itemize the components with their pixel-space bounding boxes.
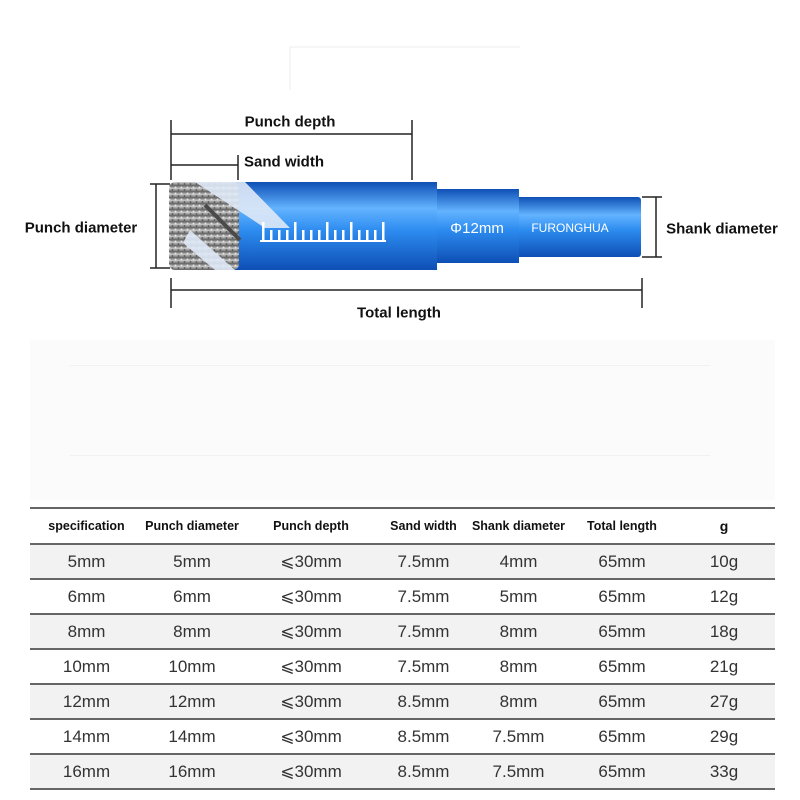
header-punch-depth: Punch depth <box>241 507 381 545</box>
sand-width-label: Sand width <box>244 153 324 171</box>
header-specification: specification <box>30 507 143 545</box>
table-cell: ⩽30mm <box>241 579 381 615</box>
faint-divider <box>70 455 710 456</box>
table-cell: 8.5mm <box>381 684 466 720</box>
header-shank-diameter: Shank diameter <box>466 507 571 545</box>
table-cell: 6mm <box>30 579 143 615</box>
faint-divider <box>70 365 710 366</box>
sand-width-dimension <box>171 155 239 180</box>
table-cell: 7.5mm <box>381 544 466 580</box>
table-row: 16mm 16mm ⩽30mm 8.5mm 7.5mm 65mm 33g <box>30 754 775 790</box>
table-cell: 7.5mm <box>466 754 571 790</box>
table-row: 12mm 12mm ⩽30mm 8.5mm 8mm 65mm 27g <box>30 684 775 720</box>
faint-background-band <box>30 340 775 500</box>
table-cell: 16mm <box>143 754 241 790</box>
bit-brand-marking: FURONGHUA <box>531 221 608 235</box>
table-cell: 5mm <box>30 544 143 580</box>
table-cell: 8mm <box>466 649 571 685</box>
table-cell: 65mm <box>571 649 673 685</box>
table-cell: 65mm <box>571 544 673 580</box>
table-cell: 8mm <box>30 614 143 650</box>
table-cell: 7.5mm <box>381 614 466 650</box>
table-cell: 4mm <box>466 544 571 580</box>
header-total-length: Total length <box>571 507 673 545</box>
table-cell: 8.5mm <box>381 754 466 790</box>
table-cell: 10mm <box>143 649 241 685</box>
table-cell: 8mm <box>143 614 241 650</box>
table-cell: 65mm <box>571 754 673 790</box>
specification-table: specification Punch diameter Punch depth… <box>30 507 775 790</box>
table-cell: 7.5mm <box>381 649 466 685</box>
total-length-dimension <box>170 278 643 308</box>
table-cell: ⩽30mm <box>241 684 381 720</box>
table-row: 8mm 8mm ⩽30mm 7.5mm 8mm 65mm 18g <box>30 614 775 650</box>
table-cell: 7.5mm <box>381 579 466 615</box>
bit-size-marking: Φ12mm <box>450 220 504 237</box>
table-cell: 10mm <box>30 649 143 685</box>
total-length-label: Total length <box>357 304 441 322</box>
drill-bit: Φ12mm FURONGHUA <box>169 182 641 270</box>
table-cell: 6mm <box>143 579 241 615</box>
table-cell: ⩽30mm <box>241 754 381 790</box>
table-cell: 27g <box>673 684 775 720</box>
table-row: 10mm 10mm ⩽30mm 7.5mm 8mm 65mm 21g <box>30 649 775 685</box>
table-cell: 12mm <box>30 684 143 720</box>
diamond-grit-head <box>169 182 239 270</box>
shank-diameter-label: Shank diameter <box>666 220 778 238</box>
punch-diameter-dimension <box>150 183 170 269</box>
table-cell: 12mm <box>143 684 241 720</box>
table-cell: 12g <box>673 579 775 615</box>
table-cell: 65mm <box>571 579 673 615</box>
table-cell: 8mm <box>466 614 571 650</box>
table-cell: 29g <box>673 719 775 755</box>
table-cell: ⩽30mm <box>241 614 381 650</box>
table-cell: 5mm <box>466 579 571 615</box>
table-cell: 10g <box>673 544 775 580</box>
table-cell: 7.5mm <box>466 719 571 755</box>
header-weight: g <box>673 507 775 545</box>
table-row: 14mm 14mm ⩽30mm 8.5mm 7.5mm 65mm 29g <box>30 719 775 755</box>
table-cell: ⩽30mm <box>241 649 381 685</box>
table-cell: 21g <box>673 649 775 685</box>
table-cell: 16mm <box>30 754 143 790</box>
bit-middle-section <box>433 189 519 263</box>
header-punch-diameter: Punch diameter <box>143 507 241 545</box>
table-cell: 65mm <box>571 684 673 720</box>
table-cell: 33g <box>673 754 775 790</box>
punch-depth-label: Punch depth <box>244 113 336 131</box>
table-cell: ⩽30mm <box>241 719 381 755</box>
table-row: 6mm 6mm ⩽30mm 7.5mm 5mm 65mm 12g <box>30 579 775 615</box>
table-cell: 65mm <box>571 719 673 755</box>
punch-diameter-label: Punch diameter <box>24 219 138 237</box>
punch-depth-dimension <box>170 120 413 180</box>
table-cell: 18g <box>673 614 775 650</box>
scale-marks <box>260 222 386 242</box>
table-cell: 14mm <box>143 719 241 755</box>
table-row: 5mm 5mm ⩽30mm 7.5mm 4mm 65mm 10g <box>30 544 775 580</box>
table-header-row: specification Punch diameter Punch depth… <box>30 507 775 545</box>
drill-bit-dimension-diagram: Φ12mm FURONGHUA <box>150 46 662 308</box>
table-cell: 14mm <box>30 719 143 755</box>
table-cell: 5mm <box>143 544 241 580</box>
table-cell: ⩽30mm <box>241 544 381 580</box>
header-sand-width: Sand width <box>381 507 466 545</box>
shank-diameter-dimension <box>642 196 662 258</box>
table-cell: 8.5mm <box>381 719 466 755</box>
table-cell: 65mm <box>571 614 673 650</box>
bit-shank <box>515 197 641 257</box>
table-cell: 8mm <box>466 684 571 720</box>
